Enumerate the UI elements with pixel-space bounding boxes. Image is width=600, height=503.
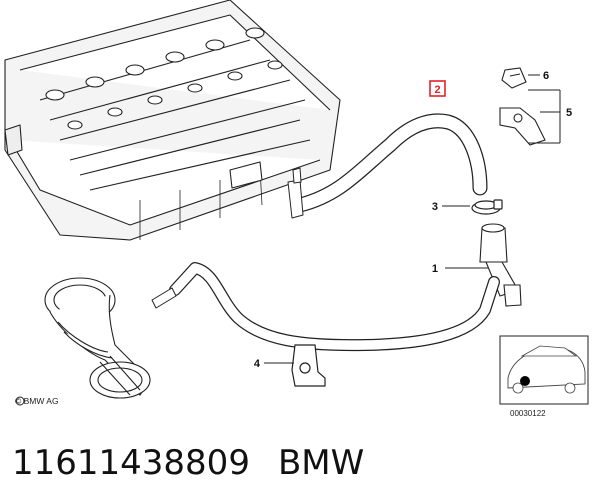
clip-6-illustration — [501, 67, 527, 89]
copyright-mark-icon — [15, 396, 25, 406]
bracket-5-illustration — [499, 107, 546, 146]
caption: 11611438809 BMW — [12, 438, 364, 488]
brand-name: BMW — [277, 443, 365, 483]
copyright-text: © BMW AG — [15, 396, 59, 406]
callout-5: 5 — [566, 107, 572, 119]
part-number: 11611438809 — [12, 443, 250, 483]
location-marker-icon — [520, 376, 530, 386]
callout-1: 1 — [432, 263, 438, 275]
callout-3: 3 — [432, 201, 438, 213]
callout-4: 4 — [254, 358, 261, 370]
callout-2-highlight-box — [429, 80, 446, 97]
hose-1-illustration — [151, 262, 500, 352]
bracket-4-illustration — [291, 344, 326, 387]
clamp-3-illustration — [471, 199, 503, 215]
vehicle-location-inset — [499, 335, 589, 405]
callout-6: 6 — [543, 70, 549, 82]
leader-lines — [264, 74, 561, 364]
intake-manifold-illustration — [4, 0, 341, 241]
parts-diagram: 2 1 3 4 5 6 © BMW AG 00030122 — [4, 0, 589, 418]
inset-code: 00030122 — [510, 409, 546, 418]
callout-2: 2 — [434, 84, 440, 96]
valve-1-illustration — [479, 223, 522, 307]
air-boot-illustration — [44, 277, 151, 399]
hose-2-illustration — [287, 113, 488, 219]
